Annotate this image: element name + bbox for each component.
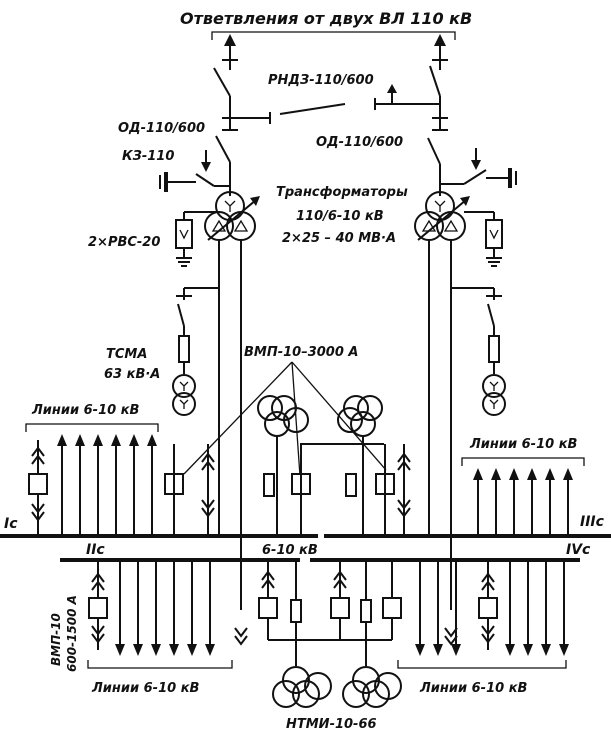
outgoing-line-down [541,560,551,656]
lines-bottom-left-group [115,560,215,656]
ntmi-left [272,666,332,708]
rvs-left-arrester [175,211,216,267]
od-right-label: ОД-110/600 [316,135,403,150]
rvs-right-arrester [464,211,503,267]
main-transformer-left [204,191,260,241]
upper-breakers [164,444,411,534]
main-transformer-right [414,191,470,241]
outgoing-line-down [169,560,179,656]
lines-top-left-label: Линии 6-10 кВ [31,403,140,418]
outgoing-line-down [451,560,461,656]
lines-top-right-label: Линии 6-10 кВ [469,437,578,452]
rndz-label: РНДЗ-110/600 [268,73,374,88]
lines-top-left-group [57,434,157,536]
transformers-label-2: 110/6-10 кВ [296,209,384,224]
bus-1-label: Iс [4,516,18,532]
diagram-title: Ответвления от двух ВЛ 110 кВ [180,9,472,28]
outgoing-line-up [75,434,85,536]
vt-upper-left [257,395,309,534]
kz-right-shortcircuiter [440,148,517,188]
vt-upper-right [337,395,383,534]
vl-entry-left [222,34,238,70]
bus-3-label: IIIс [580,514,605,530]
outgoing-line-up [57,434,67,536]
outgoing-line-up [111,434,121,536]
outgoing-line-down [151,560,161,656]
outgoing-line-down [187,560,197,656]
lines-bottom-left-label: Линии 6-10 кВ [91,681,200,696]
outgoing-line-down [133,560,143,656]
outgoing-line-down [115,560,125,656]
outgoing-line-up [563,468,573,536]
vl-entry-right [432,34,448,70]
bus-4-label: IVс [566,542,591,558]
outgoing-line-down [433,560,443,656]
lines-bottom-right-label: Линии 6-10 кВ [419,681,528,696]
ntmi-label: НТМИ-10-66 [286,717,377,732]
vmp-feeder-label-2: 600-1500 А [65,595,79,672]
outgoing-line-down [559,560,569,656]
rndz-right-disconnector [429,65,448,130]
bridge-disconnector [230,84,440,124]
bus-voltage-label: 6-10 кВ [262,543,318,558]
tsma-left-branch [172,287,219,416]
vmp-main-label: ВМП-10–3000 А [244,345,358,360]
bus-2-label: IIс [86,542,105,558]
vmp-feeder-label-1: ВМП-10 [49,613,63,666]
tsma-label-2: 63 кВ·А [104,367,160,382]
od-left-separator [215,129,238,196]
outgoing-line-down [415,560,425,656]
outgoing-line-up [545,468,555,536]
outgoing-line-up [129,434,139,536]
outgoing-line-up [473,468,483,536]
kz-label: КЗ-110 [122,149,174,164]
outgoing-line-down [505,560,515,656]
outgoing-line-up [147,434,157,536]
feeder-iic-breaker [88,560,108,650]
od-left-label: ОД-110/600 [118,121,205,136]
od-right-separator [427,129,448,196]
lower-central-equipment [234,560,458,666]
outgoing-line-up [527,468,537,536]
tsma-label-1: ТСМА [106,347,147,362]
outgoing-line-down [205,560,215,656]
outgoing-line-up [509,468,519,536]
rvs-label: 2×РВС-20 [88,235,160,250]
feeder-ic-breaker [28,440,48,534]
transformer-right-lv-leads [428,240,452,610]
transformers-label-1: Трансформаторы [276,185,408,200]
transformers-label-3: 2×25 – 40 МВ·А [282,231,396,246]
transformer-left-lv-leads [218,240,242,610]
outgoing-line-down [523,560,533,656]
outgoing-line-up [93,434,103,536]
rndz-left-disconnector [213,67,238,130]
tsma-right-branch [451,287,506,416]
outgoing-line-up [491,468,501,536]
feeder-ivc-breaker [478,560,498,650]
kz-left-shortcircuiter [159,150,230,192]
lines-top-right-group [473,468,573,536]
lines-bottom-right-group [415,560,569,656]
busbars [0,534,611,562]
ntmi-right [342,666,402,708]
